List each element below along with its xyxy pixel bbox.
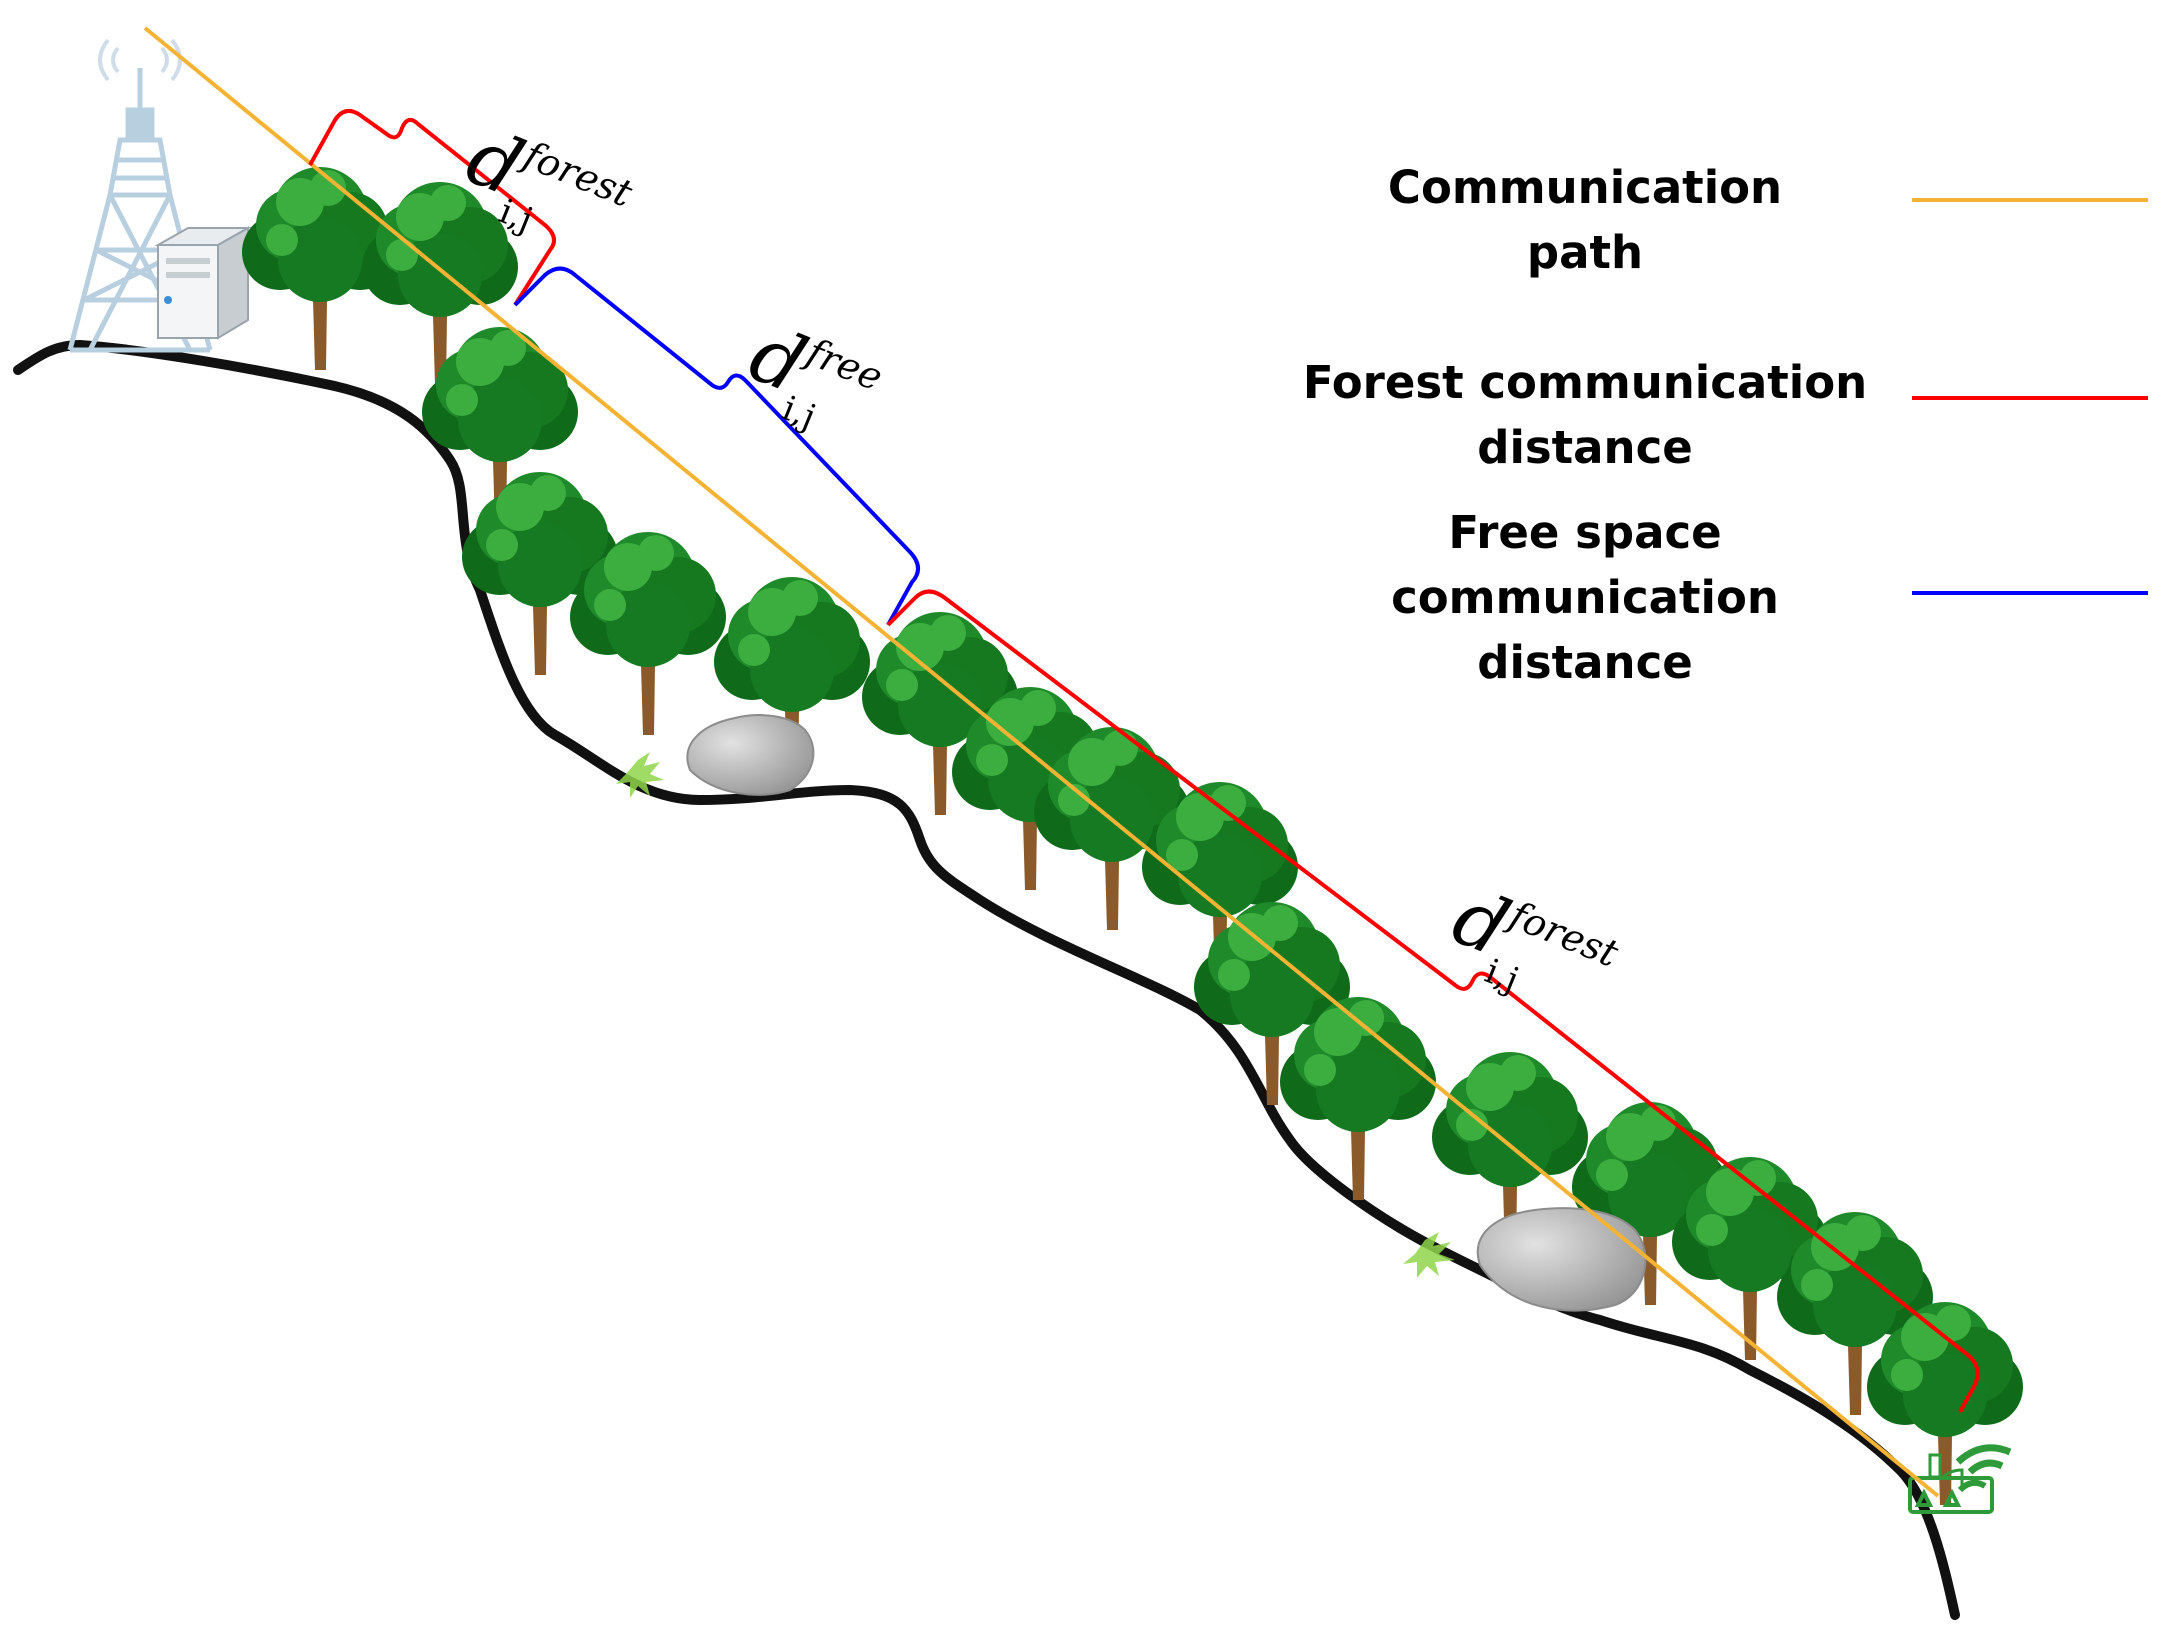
- rock: [1403, 1207, 1647, 1312]
- legend-item-forest-distance: Forest communication distance: [1303, 356, 2148, 474]
- distance-label-free: d free i,j: [738, 309, 889, 437]
- tree: [1280, 997, 1436, 1200]
- rock: [616, 714, 815, 798]
- svg-text:distance: distance: [1477, 636, 1693, 689]
- svg-text:Communication: Communication: [1388, 161, 1782, 214]
- forest-distance-bracket: [308, 109, 556, 307]
- svg-text:path: path: [1527, 226, 1643, 279]
- communication-path-line: [143, 26, 1940, 1498]
- legend-item-communication-path: Communication path: [1388, 161, 2148, 279]
- free-distance-bracket: [513, 266, 920, 626]
- svg-text:communication: communication: [1391, 571, 1779, 624]
- legend: Communication path Forest communication …: [1303, 161, 2148, 689]
- svg-text:Free space: Free space: [1448, 506, 1721, 559]
- legend-item-free-distance: Free space communication distance: [1391, 506, 2148, 689]
- svg-text:Forest communication: Forest communication: [1303, 356, 1867, 409]
- wifi-device-icon: [1908, 1444, 2012, 1514]
- svg-text:distance: distance: [1477, 421, 1693, 474]
- server-icon: [154, 226, 252, 340]
- forest-distance-bracket: [886, 589, 1980, 1413]
